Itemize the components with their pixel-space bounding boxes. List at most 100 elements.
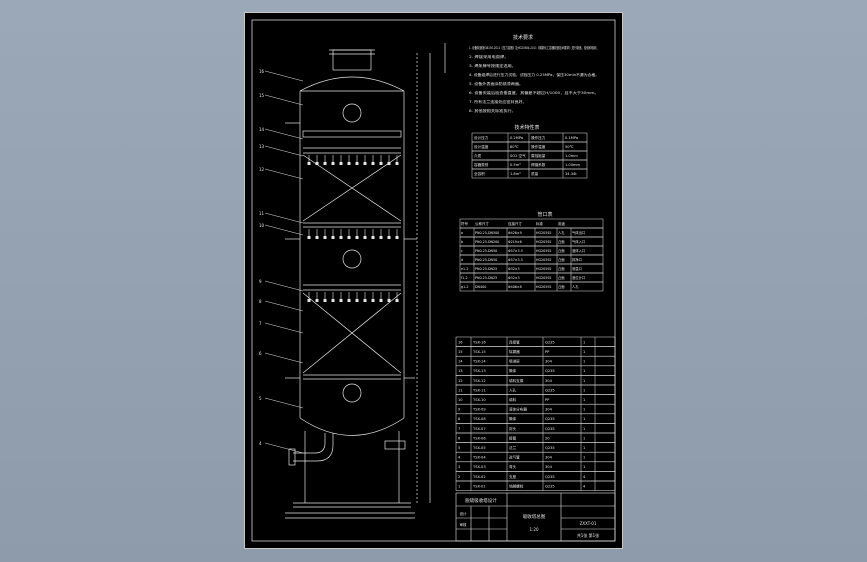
nozzle-table-cell: 气体出口 <box>572 230 585 235</box>
parts-list-row <box>455 480 616 491</box>
callout-leader <box>264 168 304 180</box>
parts-list-cell: 9 <box>458 408 461 412</box>
parts-list-cell: 304 <box>545 408 553 412</box>
parts-list-cell: 10 <box>458 398 463 402</box>
nozzle-table-title: 管口表 <box>537 211 552 218</box>
parts-list-cell: TSX-10 <box>472 398 486 402</box>
parts-list-cell: 12 <box>458 379 463 383</box>
parts-list-cell: 1 <box>583 340 585 344</box>
callout-label: 13 <box>259 144 265 149</box>
tech-table-cell: 设计温度 <box>474 144 489 149</box>
nozzle-table-cell: c <box>461 249 463 253</box>
parts-list-cell: 13 <box>458 369 463 373</box>
parts-list-cell: Q235 <box>545 475 555 479</box>
parts-list-cell: 1 <box>583 456 585 460</box>
callout-label: 15 <box>259 93 265 98</box>
tech-table-cell: 操作温度 <box>531 144 546 149</box>
nozzle-table-cell: 液体入口 <box>572 248 585 253</box>
nozzle-table-cell: Φ32×3 <box>508 276 520 280</box>
title-checker: 审核 <box>460 522 468 527</box>
tech-requirement-line: 3. 焊条牌号按规定选用。 <box>469 63 516 68</box>
spray-row-upper-nozzle-tip <box>347 162 351 165</box>
tech-requirement-line: 6. 设备安装后检查垂直度，其偏差不超过H/1000，且不大于30mm。 <box>469 90 599 95</box>
nozzle-table-cell: Φ57×3.5 <box>508 258 523 262</box>
tech-table-cell: 14.34t <box>565 172 577 176</box>
tech-requirement-line: 4. 设备组焊后进行压力试验，试验压力 0.25MPa，保压30min不漏为合格… <box>469 72 599 77</box>
absorption-tower <box>285 43 446 519</box>
nozzle-table-cell: PN0.25-DN50 <box>475 249 497 253</box>
spray-row-middle-nozzle-tip <box>315 236 319 239</box>
spray-row-upper-nozzle-tip <box>331 162 335 165</box>
parts-list-cell: 人孔 <box>509 387 517 392</box>
tech-table-cell: 80℃ <box>510 145 519 149</box>
parts-list-cell: 填料 <box>509 397 517 402</box>
title-scale: 1:20 <box>530 527 539 532</box>
parts-list-cell: Q235 <box>545 369 555 373</box>
nozzle-table-cell: 测温口 <box>572 266 582 271</box>
parts-list-cell: Q235 <box>545 446 555 450</box>
tech-table-title: 技术特性表 <box>514 124 539 131</box>
nozzle-table-cell: 排净口 <box>572 257 582 262</box>
spray-row-lower-nozzle-tip <box>307 299 311 302</box>
tech-requirement-line: 7. 所有法兰连接处应密封良好。 <box>469 99 527 104</box>
parts-list-cell: 地脚螺栓 <box>509 483 524 488</box>
callout-label: 14 <box>259 127 265 132</box>
spray-row-middle-nozzle-tip <box>307 236 311 239</box>
spray-nozzles <box>307 155 399 302</box>
title-block <box>455 492 616 542</box>
parts-list-cell: 1 <box>583 350 585 354</box>
bottom-head <box>299 417 405 436</box>
spray-row-upper-nozzle-tip <box>307 162 311 165</box>
parts-list-cell: TSX-05 <box>472 446 486 450</box>
parts-list-cell: Q235 <box>545 340 555 344</box>
parts-list-cell: 4 <box>583 475 586 479</box>
callout-leader <box>264 352 304 364</box>
tech-table-cell: 焊缝系数 <box>531 162 546 167</box>
parts-list-cell: TSX-06 <box>472 436 486 440</box>
spray-row-upper-nozzle-tip <box>379 162 383 165</box>
nozzle-table-cell: PN0.25-DN200 <box>475 240 499 244</box>
callout-label: 11 <box>259 211 265 216</box>
callout-leader <box>264 397 304 409</box>
spray-row-lower-nozzle-tip <box>395 299 399 302</box>
parts-list-cell: 15 <box>458 350 463 354</box>
spray-row-middle-nozzle-tip <box>323 236 327 239</box>
title-designer: 设计 <box>460 511 468 516</box>
spray-row-lower-nozzle-tip <box>363 299 367 302</box>
nozzle-table-header-cell: 标准 <box>536 221 544 226</box>
callout-label: 7 <box>259 321 262 326</box>
spray-row-upper-nozzle-tip <box>371 162 375 165</box>
nozzle-table-cell: PN0.25-DN500 <box>475 231 499 235</box>
parts-list-cell: 304 <box>545 456 553 460</box>
parts-list-cell: 3 <box>458 465 460 469</box>
spray-row-upper-nozzle-tip <box>339 162 343 165</box>
parts-list-cell: 连接管 <box>509 339 520 344</box>
parts-list-cell: Q235 <box>545 417 555 421</box>
tech-requirement-line: 1. 设备制造按GB150-2011《压力容器》及HG20584-2011《钢制… <box>469 45 599 50</box>
callout-label: 6 <box>259 351 262 356</box>
tech-requirement-line: 2. 焊接采用电弧焊。 <box>469 54 509 59</box>
tech-requirements-title: 技术要求 <box>513 34 533 41</box>
gas-inlet-pipe <box>293 433 326 454</box>
parts-list-cell: 6 <box>458 436 461 440</box>
parts-list-cell: 填料支撑 <box>509 378 524 383</box>
spray-row-middle-nozzle-tip <box>395 236 399 239</box>
parts-list-cell: 弯头 <box>509 464 517 469</box>
tech-table-row <box>471 168 588 179</box>
parts-list-cell: 1 <box>583 436 585 440</box>
tech-table-cell: 操作压力 <box>531 135 546 140</box>
parts-list-cell: PP <box>545 350 550 354</box>
parts-list-cell: 1 <box>583 360 585 364</box>
parts-list-cell: Q235 <box>545 484 555 488</box>
title-drawing-no: ZXXT-01 <box>580 521 597 526</box>
parts-list-cell: 1 <box>583 427 585 431</box>
tech-table-cell: 1.8m³ <box>510 172 521 176</box>
nozzle-table-cell: HG20592 <box>536 276 552 280</box>
spray-row-lower-nozzle-tip <box>355 299 359 302</box>
callout-leader <box>264 300 304 312</box>
parts-list-cell: 筒体 <box>509 416 517 421</box>
callout-leader <box>264 442 304 454</box>
parts-list-cell: TSX-07 <box>472 427 486 431</box>
